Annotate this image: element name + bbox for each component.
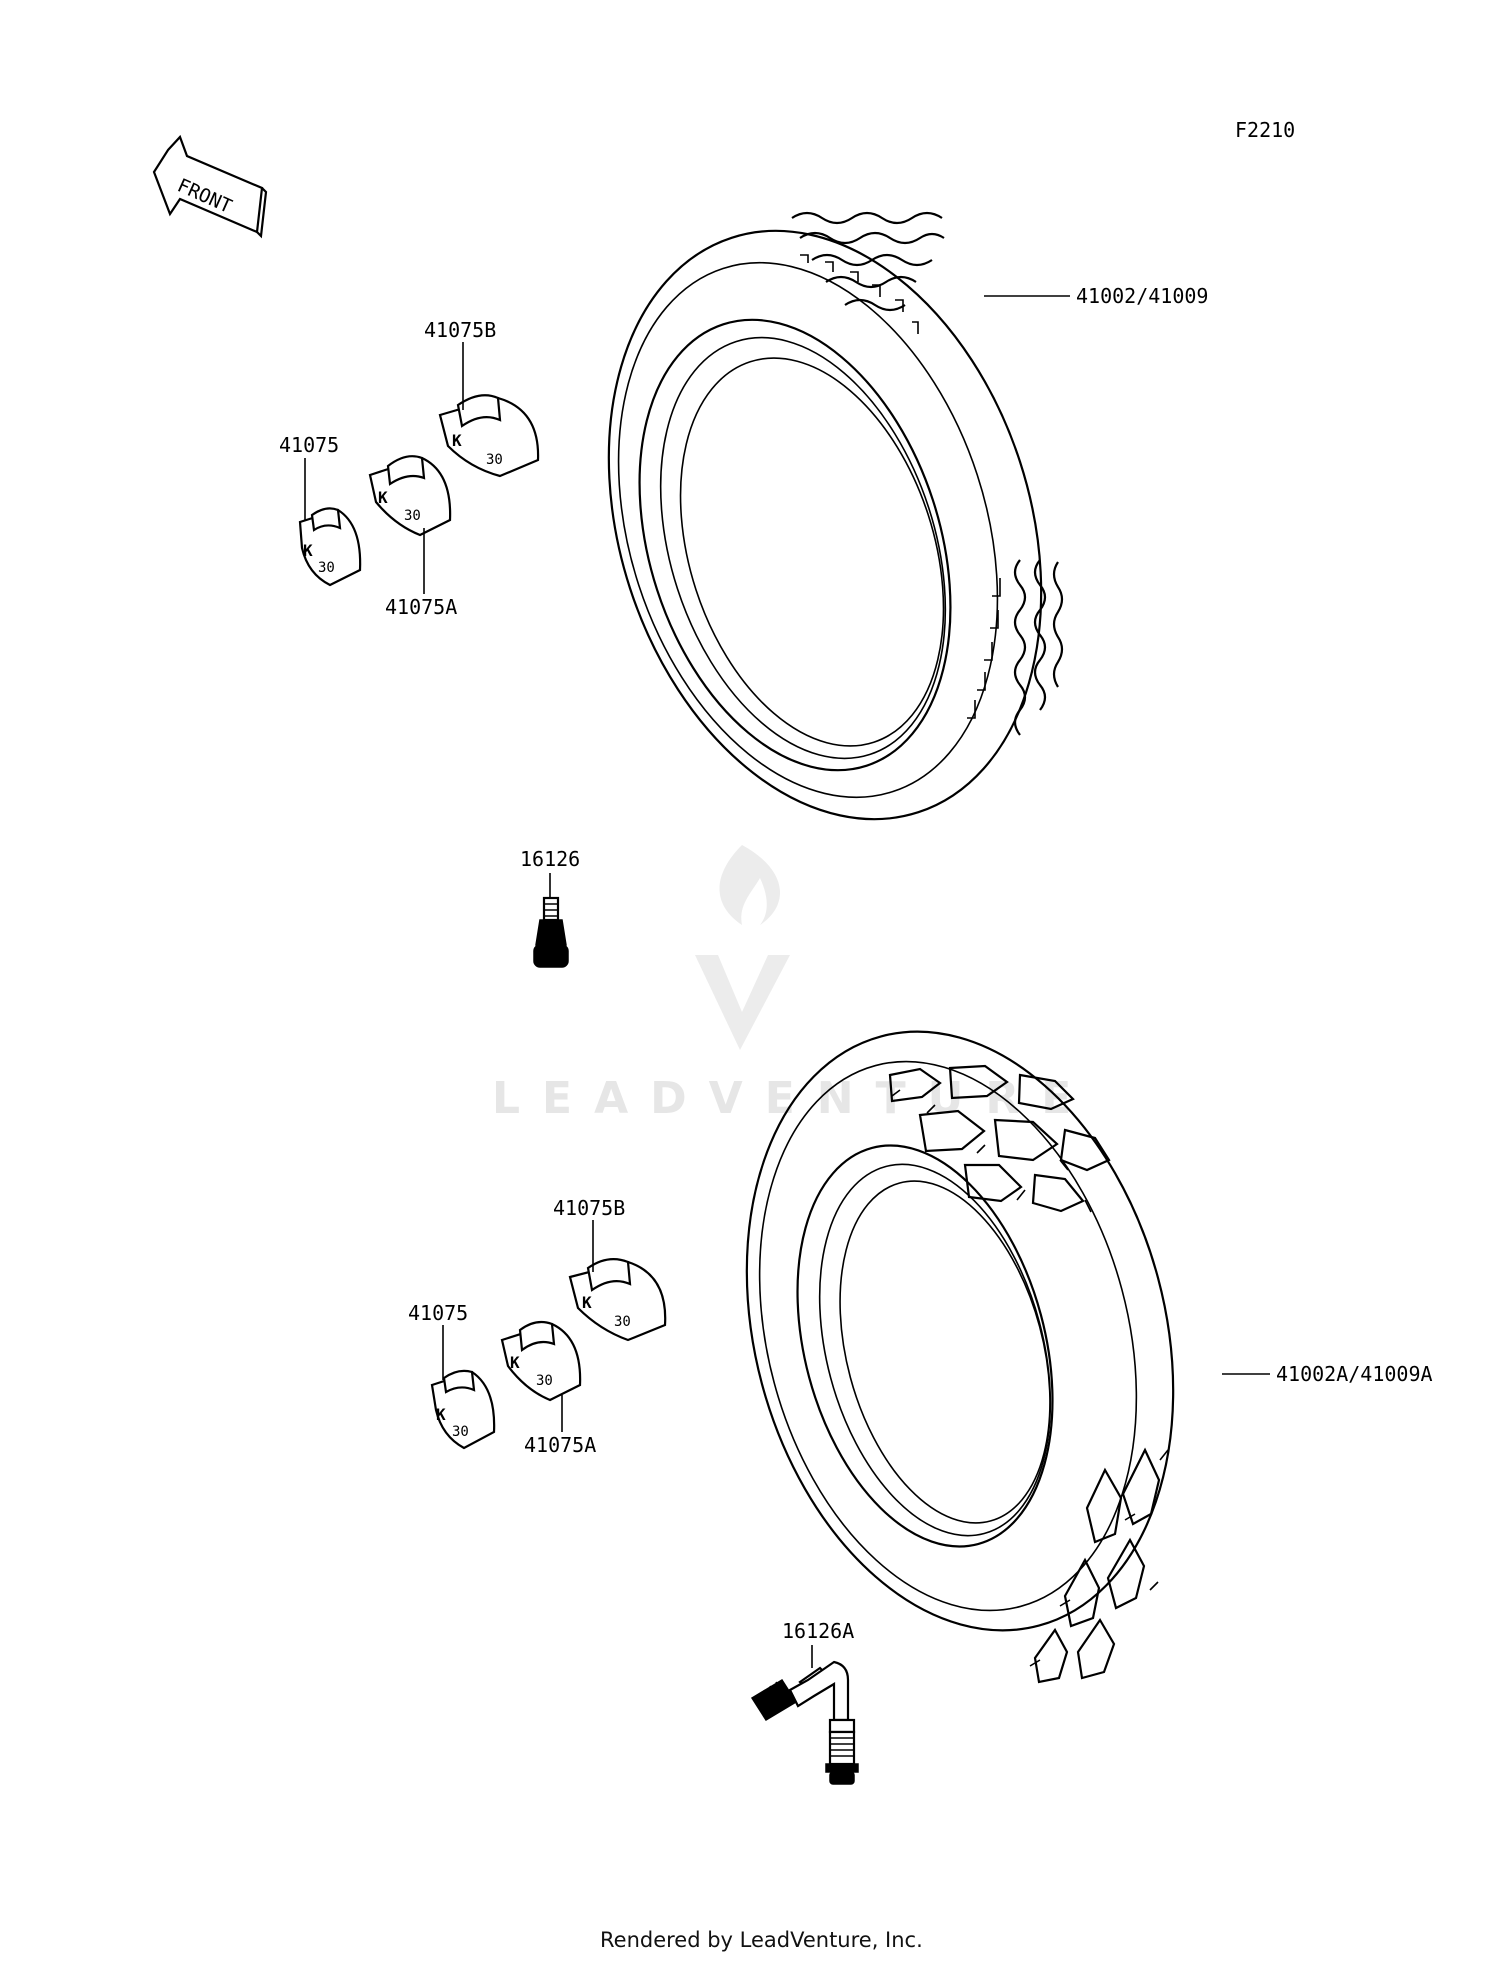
- front-tire-label: 41002/41009: [1076, 284, 1208, 308]
- front-weight-a-k-mark: K: [378, 488, 388, 507]
- front-tire: [607, 211, 1064, 821]
- front-arrow-icon: FRONT: [152, 134, 268, 239]
- front-tire-tread-side: [967, 559, 1064, 736]
- rear-weight-a-label: 41075A: [524, 1433, 596, 1457]
- figure-code: F2210: [1235, 118, 1295, 142]
- front-weight-b-number: 30: [486, 452, 503, 468]
- front-label: FRONT: [174, 174, 235, 217]
- front-weight-a: K 30: [368, 455, 452, 537]
- front-weight-b: K 30: [438, 394, 540, 478]
- rear-tire: [745, 1030, 1175, 1684]
- rear-weight-a-k-mark: K: [510, 1353, 520, 1372]
- front-valve-label: 16126: [520, 847, 580, 871]
- rear-weight-a-number: 30: [536, 1373, 553, 1389]
- rear-weight: K 30: [430, 1369, 496, 1450]
- front-tire-tread-top: [791, 211, 945, 334]
- rear-tire-tread-top: [888, 1064, 1111, 1213]
- front-weight-a-label: 41075A: [385, 595, 457, 619]
- front-weight-b-label: 41075B: [424, 318, 496, 342]
- rear-tire-label: 41002A/41009A: [1276, 1362, 1433, 1386]
- rear-weight-a: K 30: [500, 1320, 582, 1402]
- rear-weight-k-mark: K: [436, 1405, 446, 1424]
- rear-weight-b-k-mark: K: [582, 1293, 592, 1312]
- front-valve: [533, 896, 569, 968]
- front-weight-k-mark: K: [303, 541, 313, 560]
- watermark-text: LEADVENTURE: [492, 1073, 1093, 1124]
- rear-weight-b-label: 41075B: [553, 1196, 625, 1220]
- front-weight-a-number: 30: [404, 508, 421, 524]
- rear-valve-label: 16126A: [782, 1619, 854, 1643]
- rear-valve: [750, 1660, 859, 1785]
- footer-credit: Rendered by LeadVenture, Inc.: [600, 1928, 923, 1952]
- leadventure-logo-icon: [695, 845, 790, 1050]
- front-weight-number: 30: [318, 560, 335, 576]
- rear-weight-b-number: 30: [614, 1314, 631, 1330]
- rear-weight-label: 41075: [408, 1301, 468, 1325]
- watermark: LEADVENTURE: [492, 845, 1093, 1124]
- rear-tire-tread-bottom: [1029, 1447, 1169, 1684]
- rear-weight-b: K 30: [568, 1257, 667, 1342]
- front-weight-label: 41075: [279, 433, 339, 457]
- rear-weight-number: 30: [452, 1424, 469, 1440]
- front-weight-b-k-mark: K: [452, 431, 462, 450]
- front-weight: K 30: [298, 507, 362, 587]
